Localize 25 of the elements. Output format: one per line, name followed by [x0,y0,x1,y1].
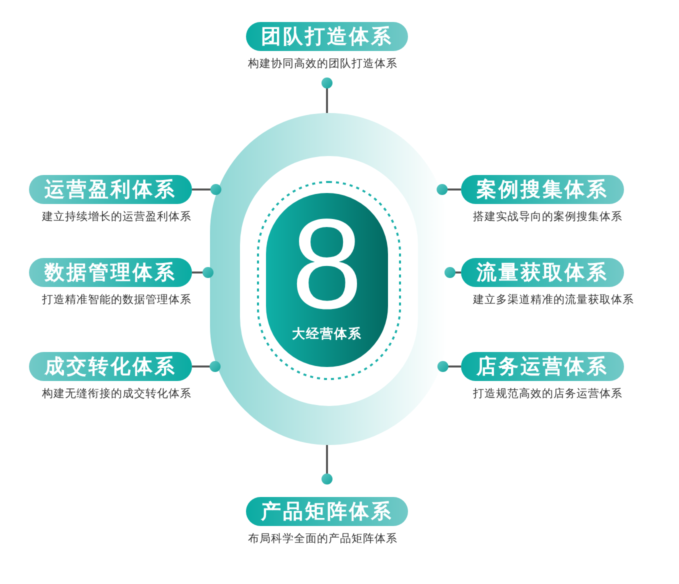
title-pill: 成交转化体系 [29,352,192,381]
connector-line [192,184,222,195]
subtitle: 布局科学全面的产品矩阵体系 [248,531,398,546]
title-pill: 团队打造体系 [246,22,408,51]
subtitle: 搭建实战导向的案例搜集体系 [473,209,622,224]
center-label: 大经营体系 [291,326,363,343]
subtitle: 构建协同高效的团队打造体系 [248,56,398,71]
subtitle: 打造精准智能的数据管理体系 [42,292,192,307]
subtitle: 构建无缝衔接的成交转化体系 [42,386,192,401]
connector-line [322,78,332,113]
subtitle: 建立持续增长的运营盈利体系 [42,209,192,224]
title-pill: 店务运营体系 [461,352,624,381]
subtitle: 建立多渠道精准的流量获取体系 [473,292,634,307]
subtitle: 打造规范高效的店务运营体系 [473,386,622,401]
title-pill: 产品矩阵体系 [246,497,408,526]
connector-line [192,267,214,278]
title-pill: 流量获取体系 [461,258,624,287]
title-pill: 数据管理体系 [29,258,192,287]
connector-line [322,445,332,484]
connector-line [192,361,221,372]
title-pill: 案例搜集体系 [461,175,624,204]
connector-line [444,267,461,278]
connector-line [437,361,461,372]
connector-line [436,184,461,195]
title-pill: 运营盈利体系 [29,175,192,204]
